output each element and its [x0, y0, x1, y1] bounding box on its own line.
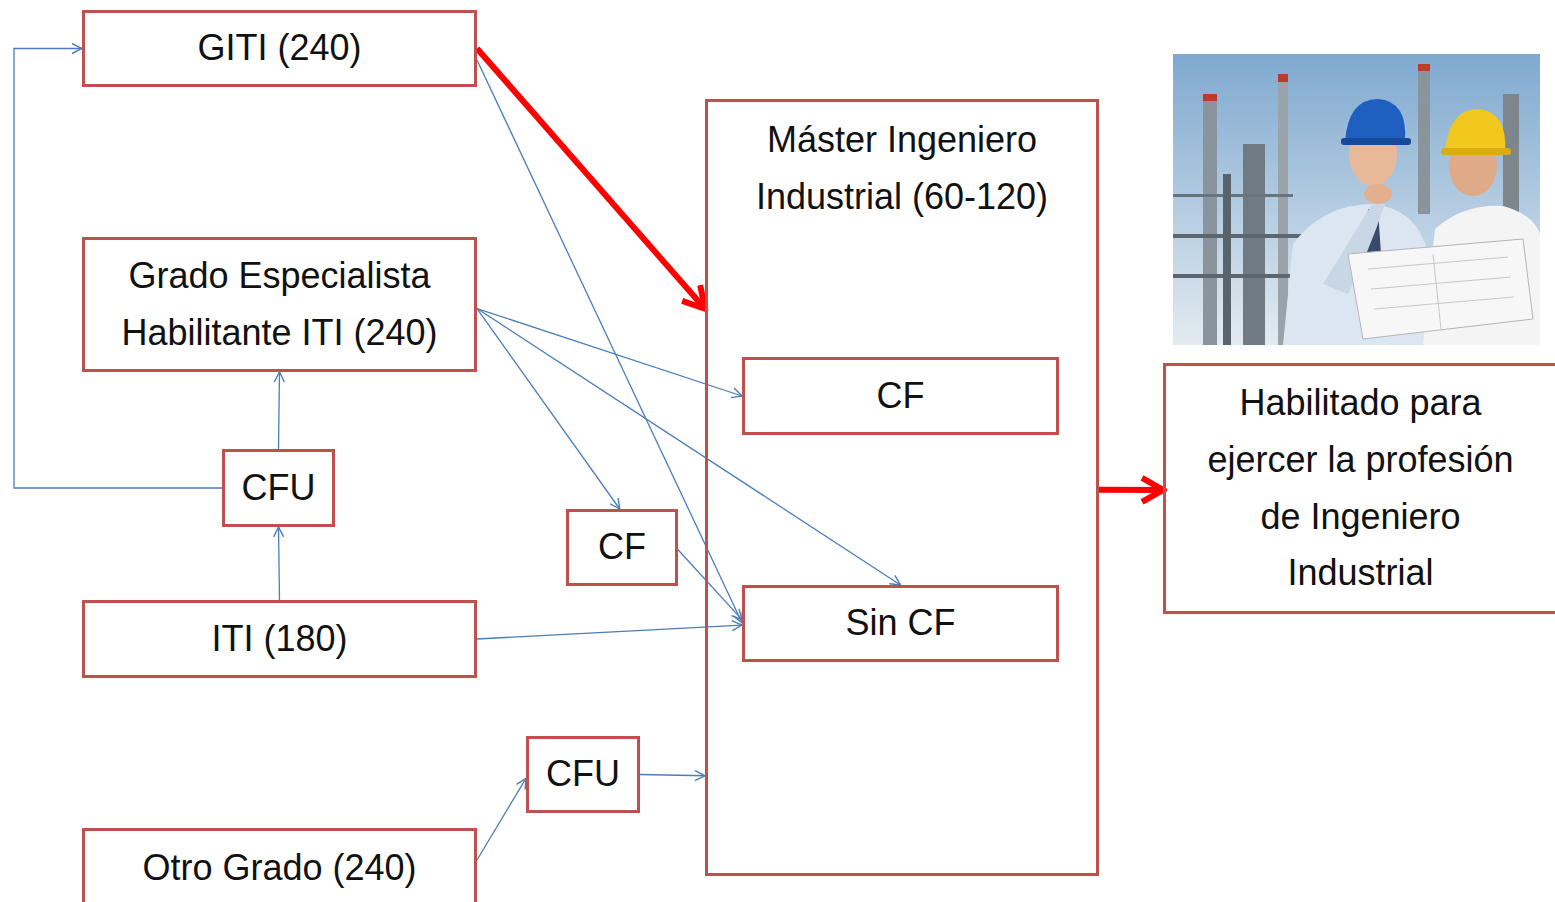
plans [1348, 239, 1533, 339]
tower [1243, 144, 1265, 345]
flow-arrow [477, 60, 742, 623]
tower-band [1203, 94, 1217, 101]
box-label: CF [598, 519, 646, 576]
outcome-box: Habilitado para ejercer la profesión de … [1163, 363, 1555, 614]
plan-line [1433, 254, 1441, 329]
tower-band [1418, 64, 1430, 71]
flow-arrow [477, 625, 742, 639]
flow-arrow [477, 778, 526, 860]
flow-arrow [678, 550, 742, 620]
pipe [1173, 194, 1293, 197]
box-label: ITI (180) [211, 611, 347, 668]
sky [1173, 54, 1540, 345]
box-label: CFU [242, 460, 316, 517]
paper [1348, 239, 1533, 339]
connector-group [14, 49, 1163, 861]
program-box: GITI (240) [82, 10, 477, 87]
tower [1278, 74, 1288, 345]
hat-brim [1341, 138, 1411, 145]
hard-hat [1445, 109, 1505, 152]
hand [1364, 184, 1392, 204]
flow-arrow [279, 372, 280, 449]
main-arrow [477, 49, 705, 309]
box-label: Grado Especialista Habilitante ITI (240) [105, 248, 455, 362]
tower [1203, 94, 1217, 345]
engineers-photo [1173, 54, 1540, 345]
program-box: ITI (180) [82, 600, 477, 678]
credit-box: CFU [526, 736, 640, 813]
hat-brim [1441, 148, 1511, 155]
box-label: CF [877, 368, 925, 425]
flow-arrow [477, 309, 620, 509]
credit-box: CFU [222, 449, 335, 527]
plan-line [1374, 297, 1514, 309]
option-box: CF [742, 357, 1059, 435]
tower [1418, 64, 1430, 214]
credit-box: CF [566, 509, 678, 586]
plan-line [1371, 277, 1511, 289]
column [1223, 174, 1231, 345]
main-arrow [1099, 487, 1163, 493]
flow-arrow [279, 527, 280, 600]
option-box: Sin CF [742, 585, 1059, 662]
hard-hat [1345, 99, 1405, 142]
box-label: CFU [546, 746, 620, 803]
tower-band [1278, 74, 1288, 82]
program-box: Grado Especialista Habilitante ITI (240) [82, 237, 477, 372]
plan-line [1368, 257, 1508, 269]
master-box: Máster Ingeniero Industrial (60-120) CF Si… [705, 99, 1099, 876]
program-box: Otro Grado (240) [82, 828, 477, 902]
box-label: Otro Grado (240) [142, 840, 416, 897]
box-label: GITI (240) [197, 20, 361, 77]
flow-arrow [477, 309, 901, 585]
box-label: Sin CF [845, 595, 955, 652]
box-heading: Máster Ingeniero Industrial (60-120) [752, 112, 1052, 226]
box-label: Habilitado para ejercer la profesión de … [1196, 375, 1526, 603]
flow-arrow [477, 309, 742, 396]
flow-arrow [640, 775, 705, 776]
